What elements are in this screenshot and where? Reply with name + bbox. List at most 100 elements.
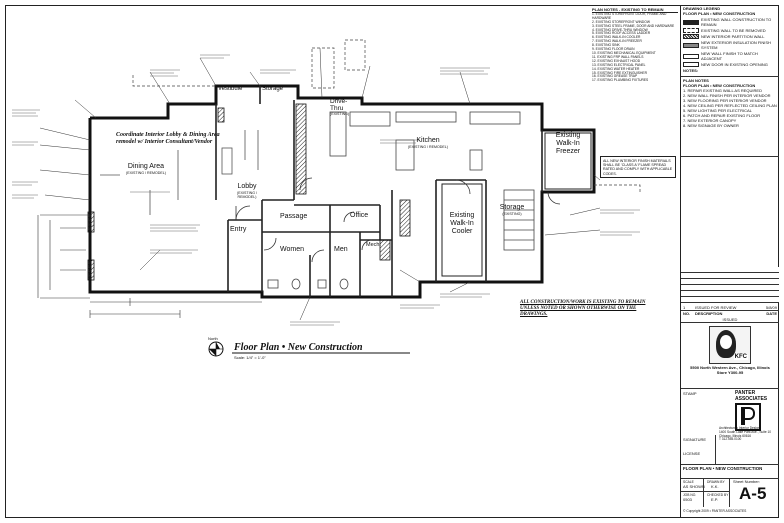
walk-in-cooler-box [441,183,483,277]
rev-desc: ISSUED FOR REVIEW [695,305,737,310]
kfc-logo: KFC [709,326,751,364]
drawing-scale: Scale: 1/4" = 1'-0" [234,355,266,360]
copyright: © Copyright 2009 • PANTER ASSOCIATES [683,509,747,513]
sheet-info-section: SCALE AS SHOWN DRAWN BY K.K. JOB NO. 050… [681,479,779,511]
plan-note-item: 3. EXISTING STEEL FRAME, DOOR AND HARDWA… [592,23,675,28]
plan-note-item: 2. EXISTING STOREFRONT WINDOW [592,19,650,24]
plan-note-new-item: 5. NEW LIGHTING PER ELECTRICAL [683,108,752,113]
dimension-lines [37,214,262,318]
plan-note-item: 11. EXISTING FRP WALL PANELS [592,54,644,59]
plan-note-item: 17. EXISTING PLUMBING FIXTURES [592,78,649,83]
plan-note-item: 12. EXISTING EXHAUST HOOD [592,58,641,63]
legend-item-label: EXISTING WALL CONSTRUCTION TO REMAIN [701,17,772,27]
room-label-office: Office [350,212,369,219]
kfc-wordmark: KFC [733,354,748,360]
legend-item: NEW EXTERIOR INSULATION FINISH SYSTEM [683,40,777,50]
plan-note-new-item: 2. NEW WALL FINISH PER INTERIOR VENDOR [683,93,771,98]
room-label-vestibule: Vestibule [218,86,243,92]
room-label-drive-thru: Drive-Thru (EXISTING) [330,98,350,116]
legend-swatch-icon [683,28,699,33]
general-note: ALL CONSTRUCTION/WORK IS EXISTING TO REM… [520,300,646,317]
plan-notes-list: 1. EXISTING STOREFRONT DOOR, FRAME AND H… [592,11,678,83]
room-label-women: Women [280,246,304,253]
legend-item-label: NEW INTERIOR PARTITION WALL [701,34,765,39]
rev-no: 1 [683,305,686,310]
firm-line: Chicago, Illinois 60616 [719,433,752,438]
restroom-fixtures [267,278,349,290]
plan-note-new-item: 6. PATCH AND REPAIR EXISTING FLOOR [683,113,761,118]
room-label-men: Men [334,246,348,253]
panter-logo: PANTER ASSOCIATES [735,390,777,431]
sheet-number: A-5 [739,484,767,503]
firm-line: Architecture • Interior Design [719,426,760,430]
sheet-name-section: FLOOR PLAN • NEW CONSTRUCTION [681,465,779,479]
room-label-cooler: Existing Walk-In Cooler [449,212,475,235]
architect-section: STAMP SIGNATURE LICENSE PANTER ASSOCIATE… [681,389,779,465]
plan-note-item: 16. EXISTING GREASE TRAP [592,74,638,79]
plan-note-item: 4. EXISTING DRIVE-THRU WINDOW [592,27,648,32]
plan-note-new-item: 8. NEW SIGNAGE BY OWNER [683,123,739,128]
room-label-storage-right: Storage (EXISTING) [499,204,525,216]
legend-swatch-icon [683,34,699,39]
firm-line: T 312.555.0100 [719,437,742,442]
room-label-dining: Dining Area (EXISTING / REMODEL) [126,163,166,175]
plan-note-new-item: 4. NEW CEILING PER REFLECTED CEILING PLA… [683,103,777,108]
door-swings [235,177,561,263]
north-label: North [208,336,218,341]
rev-date: 5/8/09 [765,305,777,310]
plan-note-item: 6. EXISTING WALK-IN COOLER [592,35,641,40]
room-label-lobby: Lobby (EXISTING / REMODEL) [237,183,257,200]
interior-coordination-note: Coordinate Interior Lobby & Dining Area … [116,132,220,145]
exterior-walls [88,84,596,299]
plan-note-item: 7. EXISTING WALK-IN FREEZER [592,39,642,44]
firm-line: 1400 South Lake Park Ave., Suite 10 [719,429,772,434]
legend-item: EXISTING WALL TO BE REMOVED [683,28,777,33]
walk-in-freezer-box [544,132,592,190]
kitchen-equipment [329,111,535,251]
annotation-text-blocks [12,54,640,326]
drawing-title: Floor Plan • New Construction [234,342,363,353]
client-section: KFC 5500 North Western Ave., Chicago, Il… [681,323,779,389]
plan-note-item: 8. EXISTING SINK [592,43,620,48]
structural-columns [87,103,411,281]
room-label-freezer: Existing Walk-In Freezer [555,132,581,155]
plan-note-item: 14. EXISTING WATER HEATER [592,66,640,71]
plan-note-new-item: 3. NEW FLOORING PER INTERIOR VENDOR [683,98,767,103]
plan-note-new-item: 7. NEW EXTERIOR CANOPY [683,118,737,123]
plan-notes-existing: PLAN NOTES - EXISTING TO REMAIN 1. EXIST… [592,8,678,83]
legend-item: NEW WALL FINISH TO MATCH ADJACENT [683,51,777,61]
legend-item-label: NEW DOOR IN EXISTING OPENING [701,62,768,67]
legend-item: NEW DOOR IN EXISTING OPENING [683,62,777,67]
plan-note-item: 5. EXISTING ROOF ACCESS LADDER [592,31,651,36]
title-block: DRAWING LEGEND FLOOR PLAN • NEW CONSTRUC… [680,5,779,518]
legend-swatch-icon [683,53,699,59]
plan-note-item: 1. EXISTING STOREFRONT DOOR, FRAME AND H… [592,11,667,20]
plan-note-item: 13. EXISTING ELECTRICAL PANEL [592,62,646,67]
plan-note-item: 10. EXISTING MECHANICAL EQUIPMENT [592,50,656,55]
revisions-section: 1 ISSUED FOR REVIEW 5/8/09 NO. DESCRIPTI… [681,267,779,323]
room-label-kitchen: Kitchen (EXISTING / REMODEL) [408,137,448,149]
room-label-passage: Passage [280,213,308,220]
client-store: Store Y300-95 [716,370,744,375]
interior-walls [215,86,543,297]
dining-furniture [100,130,259,215]
canopy-outline [132,39,641,192]
plan-note-item: 15. EXISTING FIRE EXTINGUISHER [592,70,647,75]
legend-item-label: NEW EXTERIOR INSULATION FINISH SYSTEM [701,40,771,50]
drawing-sheet-border [5,5,779,518]
room-label-entry: Entry [230,226,247,233]
plan-note-item: 9. EXISTING FLOOR DRAIN [592,47,635,52]
legend-item: EXISTING WALL CONSTRUCTION TO REMAIN [683,17,777,27]
legend-item-label: EXISTING WALL TO BE REMOVED [701,28,766,33]
legend-item-label: NEW WALL FINISH TO MATCH ADJACENT [701,51,758,61]
callout-leaders [39,47,601,321]
legend-swatch-icon [683,19,699,25]
plan-notes-new-section: PLAN NOTES FLOOR PLAN • NEW CONSTRUCTION… [681,77,779,157]
legend-section: DRAWING LEGEND FLOOR PLAN • NEW CONSTRUC… [681,5,779,77]
legend-item: NEW INTERIOR PARTITION WALL [683,34,777,39]
client-address: 5500 North Western Ave., Chicago, Illino… [690,365,770,370]
plan-note-new-item: 1. REPAIR EXISTING WALL AS REQUIRED [683,88,762,93]
